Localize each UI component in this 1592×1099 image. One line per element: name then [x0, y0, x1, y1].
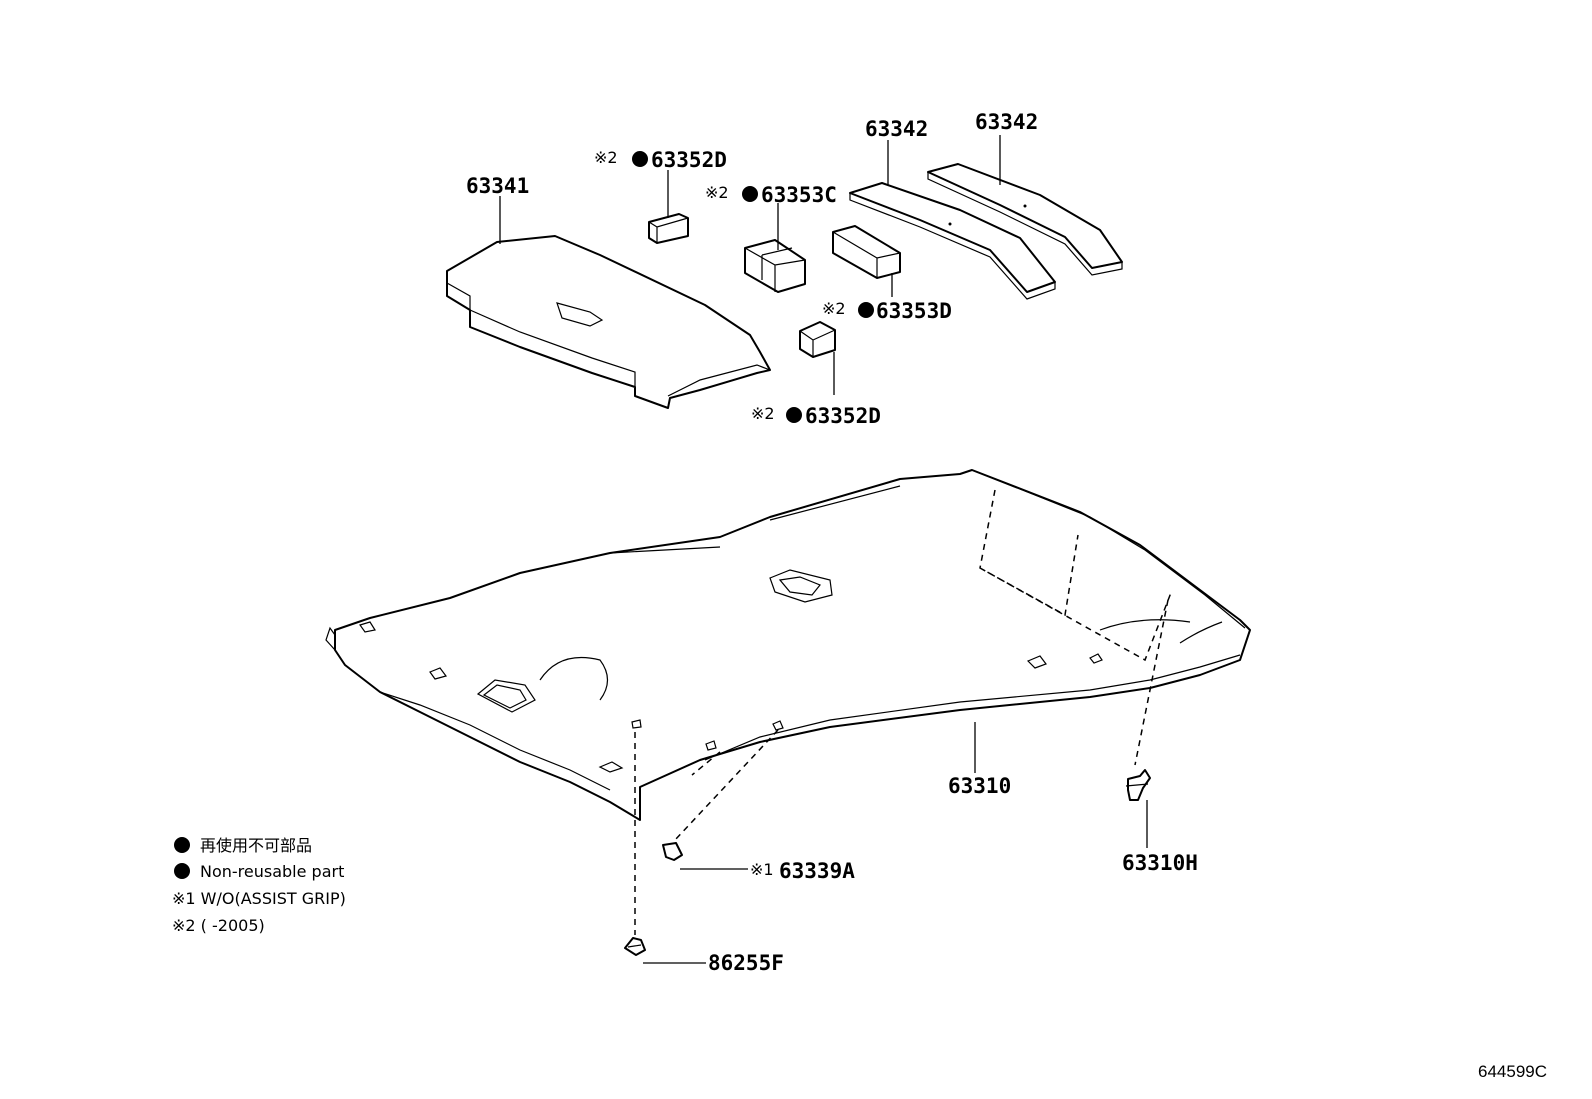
- pad-63352D-bottom: [799, 321, 836, 358]
- non-reusable-dot: [786, 407, 802, 423]
- label-63339A: 63339A: [779, 859, 855, 883]
- silencer-pad-63341: [446, 235, 771, 409]
- clip-86255F: [624, 937, 646, 956]
- ref-mark: ※2: [705, 183, 729, 202]
- pad-63352D-top: [648, 213, 689, 244]
- label-86255F: 86255F: [708, 951, 784, 975]
- legend-line-1: 再使用不可部品: [200, 836, 312, 855]
- label-63341: 63341: [466, 174, 529, 198]
- label-63310: 63310: [948, 774, 1011, 798]
- label-63342-front: 63342: [865, 117, 928, 141]
- non-reusable-dot: [858, 302, 874, 318]
- label-63352D-bottom: 63352D: [805, 404, 881, 428]
- non-reusable-dot: [174, 837, 190, 853]
- headliner-63310: [325, 469, 1251, 821]
- pad-outline-dashed: [979, 489, 1173, 662]
- legend: 再使用不可部品 Non-reusable part ※1 W/O(ASSIST …: [172, 836, 346, 935]
- label-63352D-top: 63352D: [651, 148, 727, 172]
- clip-63310H: [1125, 769, 1151, 801]
- non-reusable-dot: [632, 151, 648, 167]
- ref-mark: ※2: [751, 404, 775, 423]
- ref-mark: ※2: [594, 148, 618, 167]
- bracket-63339A: [662, 842, 683, 861]
- ref-mark: ※1: [750, 860, 774, 879]
- label-63310H: 63310H: [1122, 851, 1198, 875]
- legend-line-2: Non-reusable part: [200, 862, 344, 881]
- strip-63342-front: [849, 182, 1056, 300]
- label-63342-rear: 63342: [975, 110, 1038, 134]
- strip-63342-rear: [927, 163, 1123, 276]
- non-reusable-dot: [174, 863, 190, 879]
- label-63353D: 63353D: [876, 299, 952, 323]
- pad-63353D: [832, 225, 901, 279]
- drawing-code: 644599C: [1478, 1062, 1547, 1081]
- pad-63353C: [744, 239, 806, 293]
- legend-line-3: ※1 W/O(ASSIST GRIP): [172, 889, 346, 908]
- ref-mark: ※2: [822, 299, 846, 318]
- label-63353C: 63353C: [761, 183, 837, 207]
- non-reusable-dot: [742, 186, 758, 202]
- legend-line-4: ※2 ( -2005): [172, 916, 265, 935]
